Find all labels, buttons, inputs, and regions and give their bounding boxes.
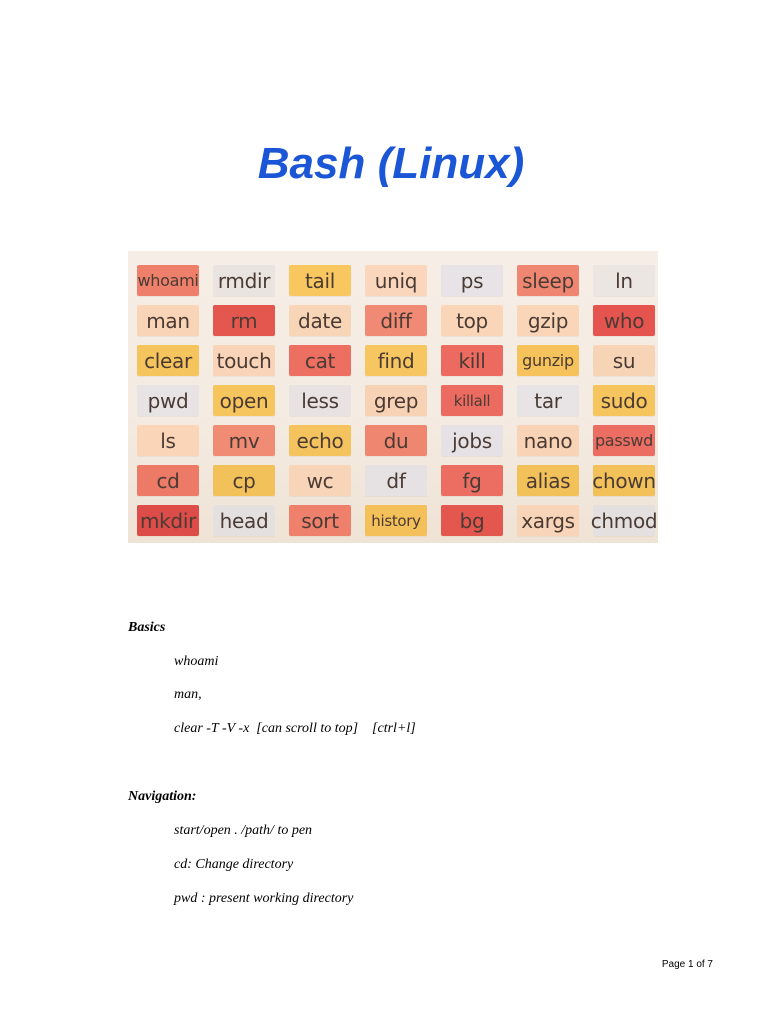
command-tile-jobs: jobs xyxy=(441,425,503,456)
command-tile-xargs: xargs xyxy=(517,505,579,536)
command-tile-grep: grep xyxy=(365,385,427,416)
command-tile-date: date xyxy=(289,305,351,336)
command-tile-fg: fg xyxy=(441,465,503,496)
command-tile-pwd: pwd xyxy=(137,385,199,416)
command-tile-echo: echo xyxy=(289,425,351,456)
command-tile-head: head xyxy=(213,505,275,536)
command-tile-sleep: sleep xyxy=(517,265,579,296)
command-tile-ln: ln xyxy=(593,265,655,296)
command-tile-uniq: uniq xyxy=(365,265,427,296)
basics-item-whoami: whoami xyxy=(174,654,219,669)
navigation-item-pwd: pwd : present working directory xyxy=(174,891,354,906)
command-tile-whoami: whoami xyxy=(137,265,199,296)
command-tile-man: man xyxy=(137,305,199,336)
command-tile-du: du xyxy=(365,425,427,456)
command-tile-top: top xyxy=(441,305,503,336)
page-number: Page 1 of 7 xyxy=(661,959,713,970)
command-tile-ls: ls xyxy=(137,425,199,456)
document-title: Bash (Linux) xyxy=(257,139,525,188)
command-tile-wc: wc xyxy=(289,465,351,496)
navigation-item-open: start/open . /path/ to pen xyxy=(174,823,313,838)
command-tile-touch: touch xyxy=(213,345,275,376)
command-tile-tar: tar xyxy=(517,385,579,416)
command-tile-alias: alias xyxy=(517,465,579,496)
command-tile-df: df xyxy=(365,465,427,496)
command-tile-gzip: gzip xyxy=(517,305,579,336)
command-tile-rm: rm xyxy=(213,305,275,336)
command-tile-clear: clear xyxy=(137,345,199,376)
command-tile-who: who xyxy=(593,305,655,336)
command-tile-open: open xyxy=(213,385,275,416)
command-tile-bg: bg xyxy=(441,505,503,536)
command-tile-kill: kill xyxy=(441,345,503,376)
command-tile-gunzip: gunzip xyxy=(517,345,579,376)
command-tile-cat: cat xyxy=(289,345,351,376)
command-tile-rmdir: rmdir xyxy=(213,265,275,296)
basics-item-man: man, xyxy=(174,687,202,702)
command-tile-find: find xyxy=(365,345,427,376)
command-tile-su: su xyxy=(593,345,655,376)
command-tile-less: less xyxy=(289,385,351,416)
section-heading-navigation: Navigation: xyxy=(128,789,197,804)
command-tile-passwd: passwd xyxy=(593,425,655,456)
command-tile-chown: chown xyxy=(592,465,656,496)
command-tile-ps: ps xyxy=(441,265,503,296)
command-tile-chmod: chmod xyxy=(591,505,658,536)
command-tile-history: history xyxy=(365,505,427,536)
command-tile-killall: killall xyxy=(441,385,503,416)
command-tile-mv: mv xyxy=(213,425,275,456)
command-tile-sort: sort xyxy=(289,505,351,536)
command-tile-diff: diff xyxy=(365,305,427,336)
command-tile-nano: nano xyxy=(517,425,579,456)
section-heading-basics: Basics xyxy=(128,620,166,635)
command-tile-cp: cp xyxy=(213,465,275,496)
command-tile-sudo: sudo xyxy=(593,385,655,416)
command-tile-cd: cd xyxy=(137,465,199,496)
command-tile-tail: tail xyxy=(289,265,351,296)
basics-item-clear: clear -T -V -x [can scroll to top] [ctrl… xyxy=(174,721,416,736)
navigation-item-cd: cd: Change directory xyxy=(174,857,294,872)
command-tile-mkdir: mkdir xyxy=(137,505,199,536)
